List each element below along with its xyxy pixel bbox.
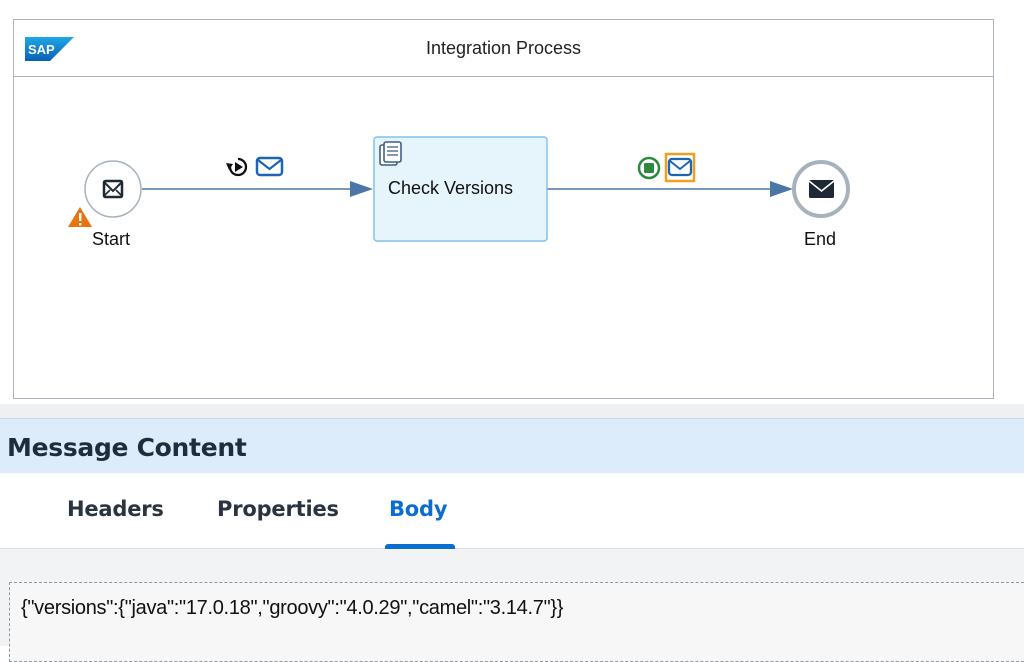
- sap-logo: SAP: [25, 37, 74, 61]
- body-content-box[interactable]: {"versions":{"java":"17.0.18","groovy":"…: [9, 582, 1024, 662]
- body-area: {"versions":{"java":"17.0.18","groovy":"…: [0, 549, 1024, 662]
- step-label: Check Versions: [388, 178, 514, 198]
- warning-icon[interactable]: [68, 207, 92, 227]
- end-event[interactable]: [792, 160, 850, 218]
- tab-body[interactable]: Body: [389, 497, 448, 521]
- body-content: {"versions":{"java":"17.0.18","groovy":"…: [21, 597, 564, 619]
- envelope-icon: [808, 180, 835, 198]
- message-content-tabs: Headers Properties Body: [0, 473, 1024, 549]
- tab-properties[interactable]: Properties: [217, 497, 339, 521]
- check-versions-step[interactable]: [373, 136, 548, 242]
- envelope-icon[interactable]: [664, 152, 696, 183]
- process-title: Integration Process: [425, 38, 582, 58]
- flow-step-to-end[interactable]: [547, 181, 793, 197]
- svg-text:SAP: SAP: [28, 42, 55, 57]
- process-diagram: [68, 136, 850, 242]
- tab-headers[interactable]: Headers: [67, 497, 164, 521]
- replay-icon[interactable]: [226, 157, 248, 177]
- active-tab-indicator: [385, 544, 455, 549]
- script-icon: [379, 141, 402, 166]
- envelope-icon: [102, 179, 124, 199]
- process-header: SAP Integration Process: [14, 20, 993, 77]
- envelope-icon[interactable]: [255, 156, 284, 177]
- stop-icon[interactable]: [637, 156, 661, 180]
- panel-divider[interactable]: [0, 404, 1024, 418]
- message-content-header: Message Content: [0, 418, 1024, 473]
- start-event[interactable]: [84, 160, 142, 218]
- message-content-title: Message Content: [7, 433, 247, 462]
- end-label: End: [804, 229, 837, 249]
- start-label: Start: [92, 229, 131, 249]
- flow-start-to-step[interactable]: [142, 181, 373, 197]
